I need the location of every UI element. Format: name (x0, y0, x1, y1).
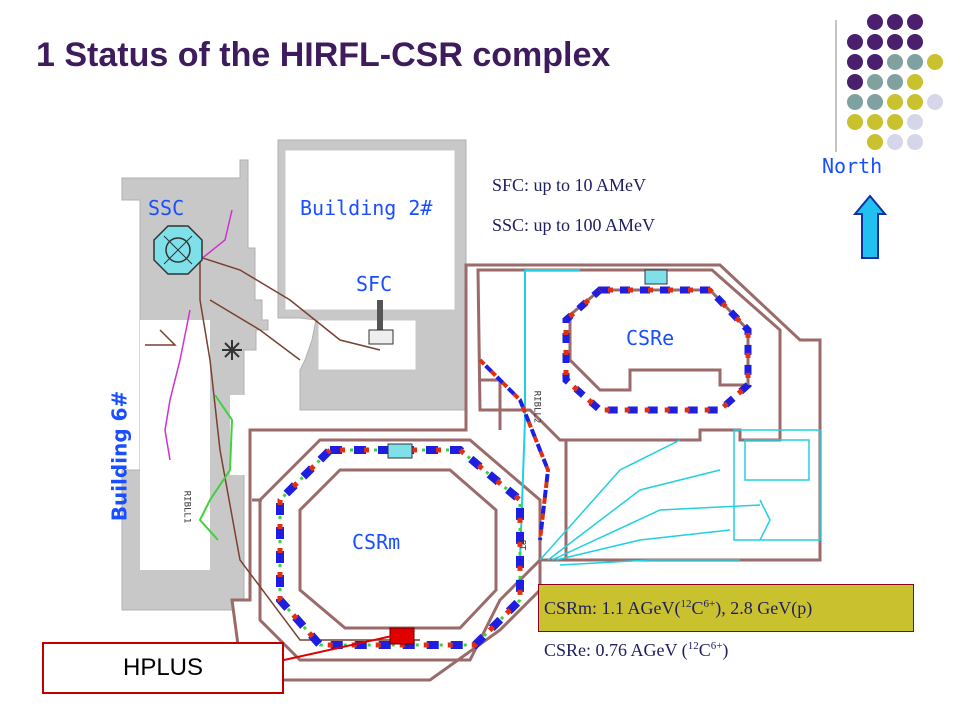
dot-pattern (847, 14, 943, 150)
csre-ring (562, 286, 752, 414)
north-label: North (822, 154, 883, 178)
building6-label: Building 6# (107, 390, 132, 522)
csre-spec-prefix: CSRe: 0.76 AGeV ( (544, 640, 688, 660)
ribll1-label: RIBLL1 (181, 490, 192, 524)
csrm-spec-box (538, 584, 914, 632)
ssc-label: SSC (148, 196, 185, 220)
pt-label: PT (516, 539, 527, 551)
sfc-cyclotron-icon (368, 300, 394, 345)
csre-element: C (698, 640, 711, 660)
building2-label: Building 2# (300, 196, 433, 220)
csrm-energy-spec: CSRm: 1.1 AGeV(12C6+), 2.8 GeV(p) (544, 598, 812, 619)
building-floors (121, 139, 467, 611)
magenta-beamlines (164, 209, 233, 461)
csrm-cooler (387, 443, 413, 459)
transfer-line (478, 358, 551, 541)
hplus-callout: HPLUS (42, 642, 284, 694)
csrm-ring (276, 446, 524, 649)
csre-spec-suffix: ) (722, 640, 729, 660)
csre-cooler (644, 269, 668, 285)
csrm-element: C (691, 598, 704, 618)
north-arrow-icon (852, 194, 888, 259)
csrm-mass-number: 12 (680, 598, 692, 610)
ion-source-icon (222, 340, 242, 360)
csrm-spec-prefix: CSRm: 1.1 AGeV( (544, 598, 681, 618)
injector-beamlines (145, 249, 420, 641)
experimental-hall (539, 429, 821, 566)
csre-mass-number: 12 (687, 640, 699, 652)
slide-title: 1 Status of the HIRFL-CSR complex (36, 36, 611, 74)
sfc-label: SFC (356, 272, 393, 296)
hplus-callout-line (283, 635, 393, 661)
csrm-label: CSRm (352, 530, 401, 554)
ssc-cyclotron-icon (153, 225, 203, 275)
csre-charge-state: 6+ (710, 640, 723, 652)
ribll2-label: RIBLL2 (531, 390, 542, 424)
csrm-spec-suffix: ), 2.8 GeV(p) (715, 598, 813, 618)
green-beamlines (198, 394, 234, 541)
csrm-charge-state: 6+ (703, 598, 716, 610)
sfc-energy-spec: SFC: up to 10 AMeV (492, 175, 647, 195)
csre-energy-spec: CSRe: 0.76 AGeV (12C6+) (544, 640, 728, 661)
hplus-device (389, 627, 415, 645)
csre-label: CSRe (626, 326, 675, 350)
ssc-energy-spec: SSC: up to 100 AMeV (492, 215, 656, 235)
decorative-dot-grid (835, 14, 943, 152)
